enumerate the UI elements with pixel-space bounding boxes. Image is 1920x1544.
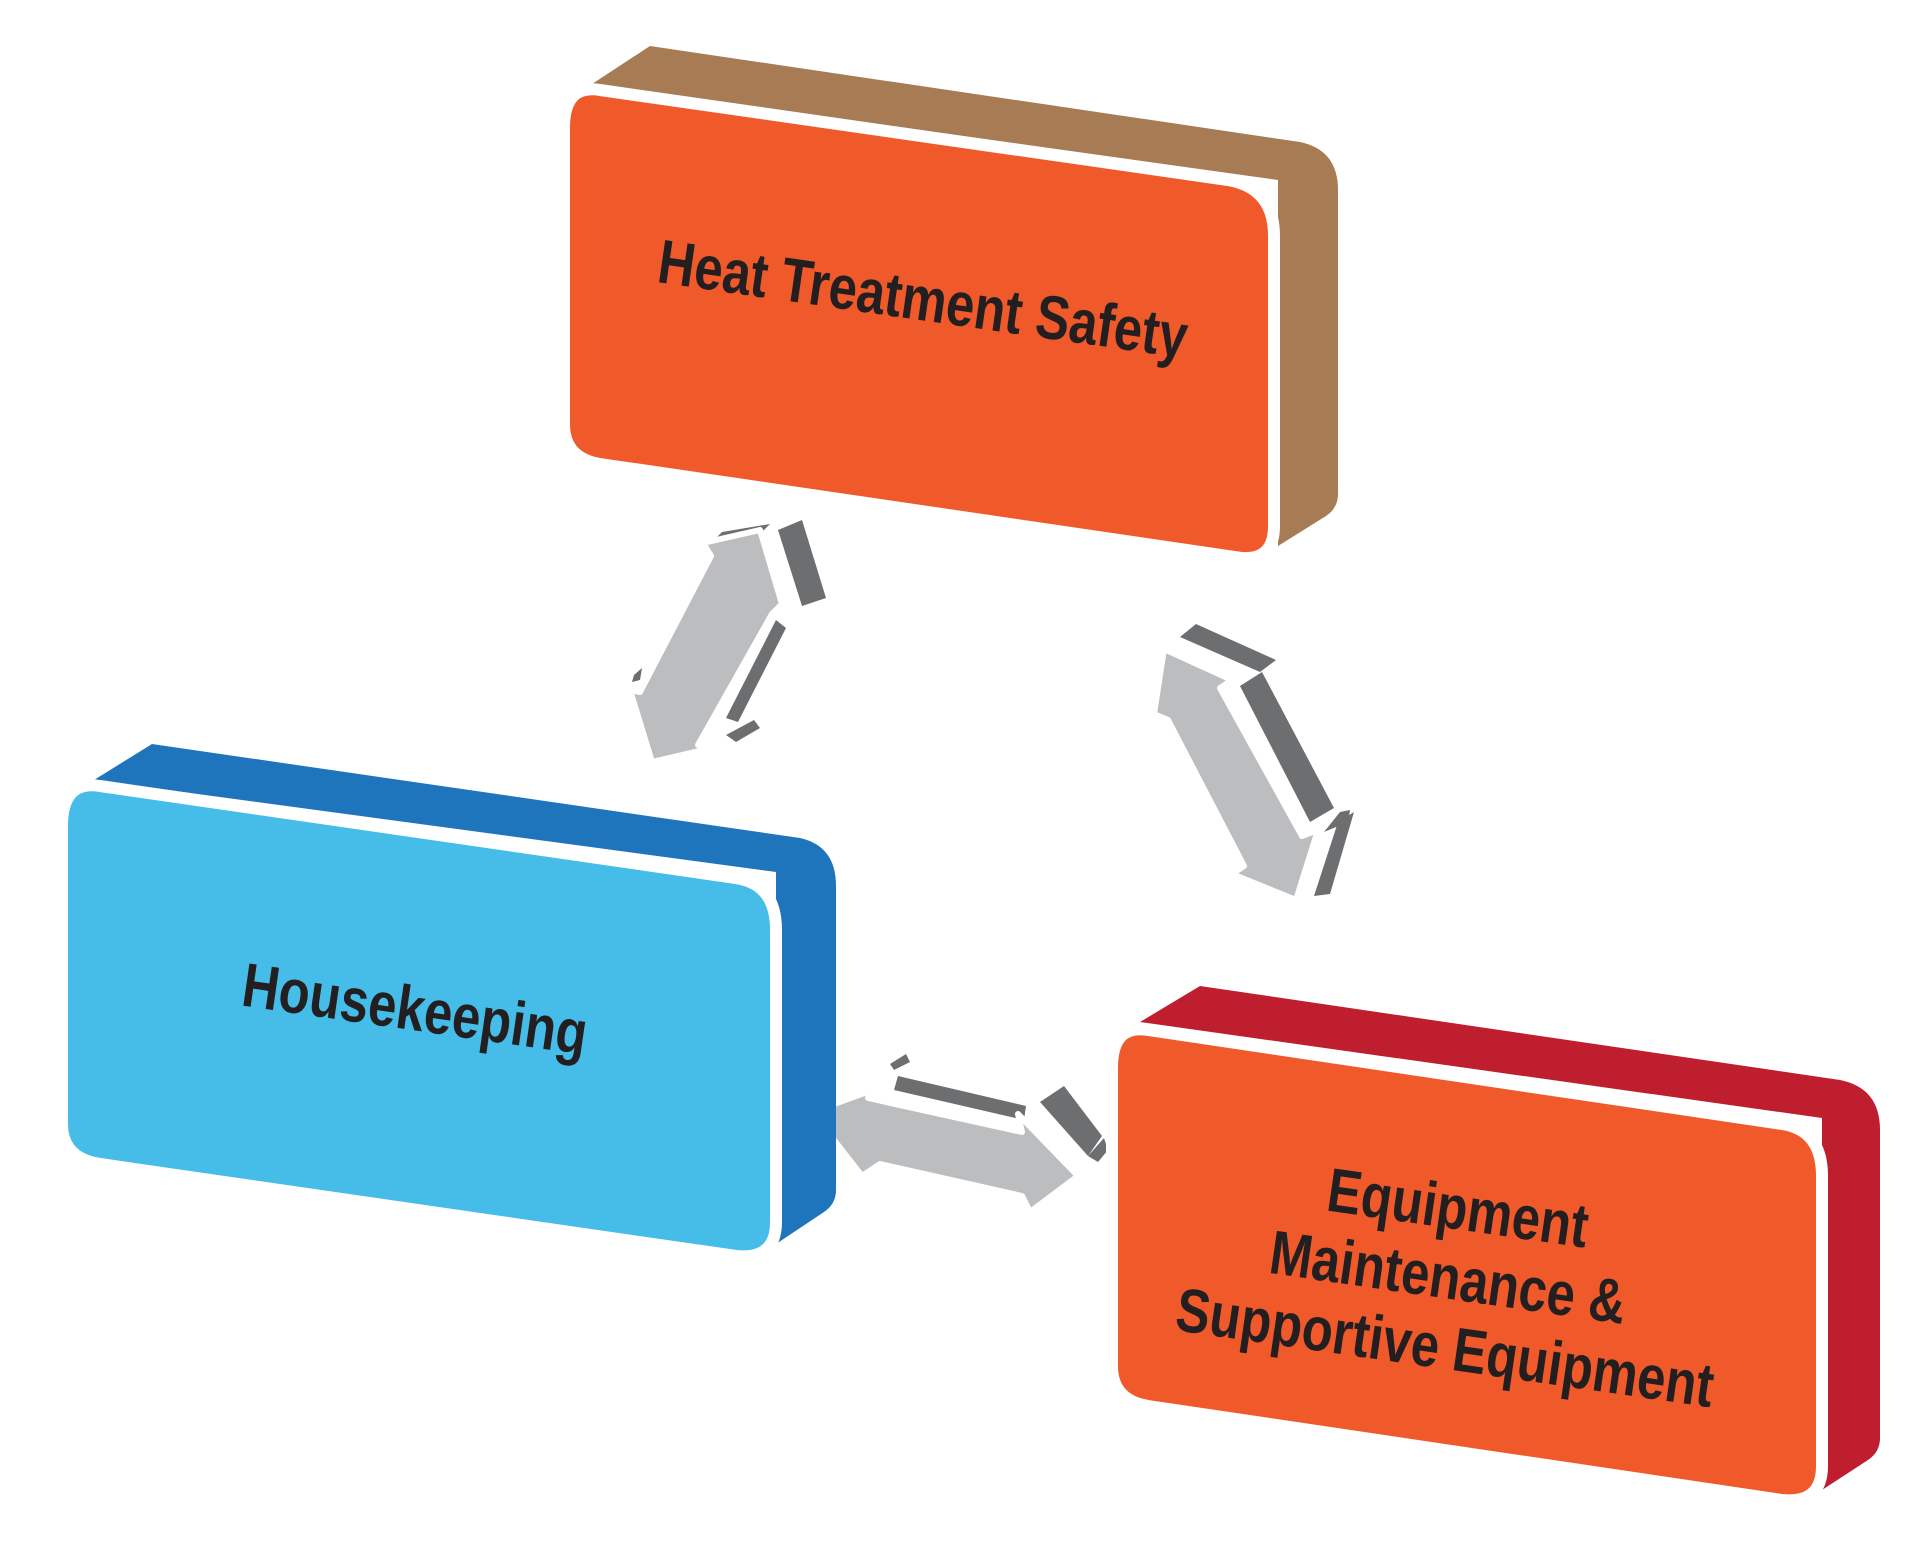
connector-safety-housekeeping bbox=[627, 520, 826, 765]
block-housekeeping: Housekeeping bbox=[56, 744, 836, 1263]
block-face bbox=[56, 779, 782, 1263]
block-face bbox=[1106, 1023, 1828, 1507]
double-arrow-shape bbox=[809, 1085, 1081, 1215]
arrow-body bbox=[809, 1085, 1081, 1215]
arrow-body bbox=[1151, 646, 1321, 903]
block-equipment-maintenance: Equipment Maintenance & Supportive Equip… bbox=[1106, 986, 1880, 1507]
connector-safety-equipment bbox=[1151, 624, 1354, 903]
block-face bbox=[558, 83, 1280, 565]
double-arrow-shape bbox=[627, 527, 785, 765]
arrow-body bbox=[627, 527, 785, 765]
double-arrow-shape bbox=[1151, 646, 1321, 903]
block-heat-treatment-safety: Heat Treatment Safety bbox=[558, 46, 1338, 565]
arrow-shadow bbox=[890, 1054, 1108, 1162]
arrow-shadow bbox=[1180, 624, 1354, 896]
connector-housekeeping-equipment bbox=[809, 1054, 1108, 1215]
